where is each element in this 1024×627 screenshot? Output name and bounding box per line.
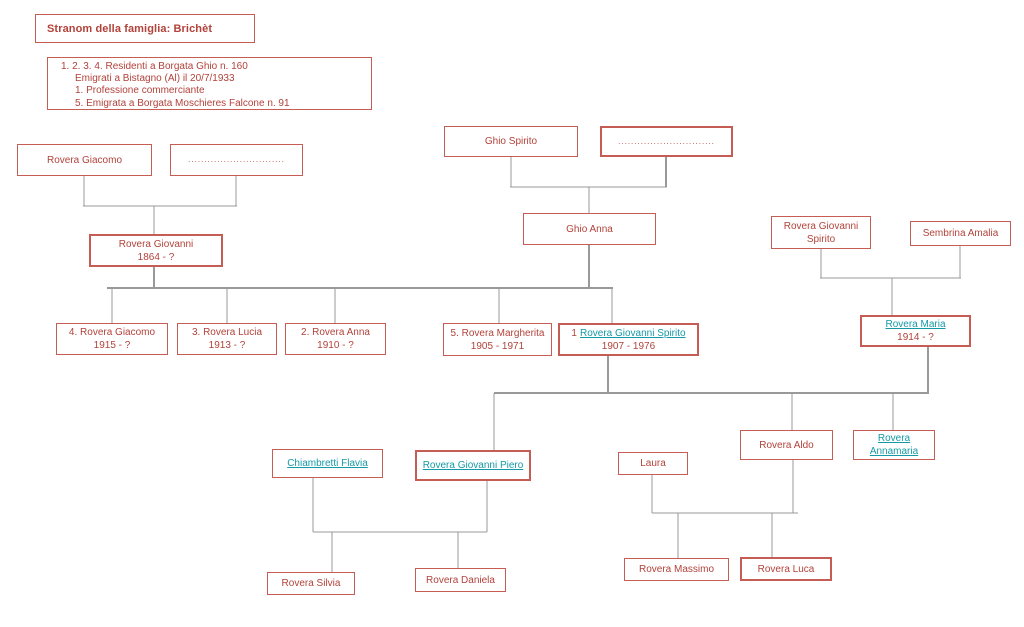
note-line-emigrated-5: 5. Emigrata a Borgata Moschieres Falcone… (75, 97, 290, 109)
note-line-profession: 1. Professione commerciante (75, 85, 205, 97)
person-name: Ghio Anna (566, 223, 613, 236)
person-link[interactable]: Rovera Maria (885, 319, 946, 330)
person-name-text: Rovera Luca (757, 563, 815, 575)
person-name: Sembrina Amalia (923, 227, 999, 240)
person-dates: 1914 - ? (897, 331, 934, 344)
person-dates-text: 1913 - ? (208, 340, 246, 351)
person-name-text: Ghio Spirito (484, 136, 538, 147)
person-dates-text: 3. Rovera Lucia (191, 327, 263, 338)
person-name-text: Rovera Silvia (281, 578, 341, 589)
person-dates-text: 1910 - ? (317, 340, 354, 351)
person-link[interactable]: Annamaria (869, 446, 919, 457)
person-name: Annamaria (870, 445, 918, 458)
node-rovera-giovanni-piero[interactable]: Rovera Giovanni Piero (415, 450, 531, 481)
person-name-text: Rovera Giacomo (46, 154, 123, 166)
person-name: Rovera Giovanni (784, 220, 858, 233)
node-sembrina-amalia[interactable]: Sembrina Amalia (910, 221, 1011, 246)
person-name-text: Rovera Massimo (638, 564, 715, 575)
person-dates-text: 1914 - ? (897, 332, 934, 343)
person-dates: 5. Rovera Margherita (451, 327, 545, 340)
person-dates: 4. Rovera Giacomo (69, 326, 155, 339)
node-rovera-aldo[interactable]: Rovera Aldo (740, 430, 833, 460)
person-dates: 1913 - ? (209, 339, 246, 352)
person-dates-text: 4. Rovera Giacomo (68, 327, 156, 338)
person-placeholder-dots-text: .............................. (188, 155, 285, 164)
person-dates: 1915 - ? (94, 339, 131, 352)
person-name-text: Rovera Aldo (759, 439, 814, 451)
person-dates: 1864 - ? (138, 251, 175, 264)
person-name: Rovera Aldo (759, 439, 813, 452)
node-rovera-lucia-1913[interactable]: 3. Rovera Lucia 1913 - ? (177, 323, 277, 355)
person-name: Ghio Spirito (485, 135, 537, 148)
node-rovera-anna-1910[interactable]: 2. Rovera Anna 1910 - ? (285, 323, 386, 355)
person-dates-text: 5. Rovera Margherita (450, 327, 545, 339)
node-ghio-spirito[interactable]: Ghio Spirito (444, 126, 578, 157)
person-dates-text: 2. Rovera Anna (301, 327, 370, 338)
person-link[interactable]: Rovera (877, 433, 911, 444)
person-name: Rovera Silvia (282, 577, 341, 590)
person-name: Rovera Daniela (426, 574, 495, 587)
person-link[interactable]: Rovera Giovanni Spirito (579, 327, 686, 339)
person-number-prefix: 1 (571, 327, 577, 339)
person-name-text: Rovera Giovanni (783, 220, 859, 232)
person-dates-text: 1864 - ? (137, 251, 175, 263)
person-name: Chiambretti Flavia (287, 457, 368, 470)
person-link[interactable]: Rovera Giovanni Piero (422, 460, 524, 471)
node-rovera-silvia[interactable]: Rovera Silvia (267, 572, 355, 595)
person-name: Laura (640, 457, 666, 470)
node-rovera-luca[interactable]: Rovera Luca (740, 557, 832, 581)
node-rovera-giacomo-1915[interactable]: 4. Rovera Giacomo 1915 - ? (56, 323, 168, 355)
person-name-text: Sembrina Amalia (922, 228, 999, 239)
node-chiambretti-flavia[interactable]: Chiambretti Flavia (272, 449, 383, 478)
person-name: Rovera Maria (885, 318, 945, 331)
person-link[interactable]: Chiambretti Flavia (287, 458, 368, 469)
person-name-text: Spirito (806, 233, 836, 245)
person-dates-text: 1905 - 1971 (470, 340, 525, 352)
person-name: Rovera Giovanni (119, 238, 193, 251)
family-nickname-title-box: Stranom della famiglia: Brichèt (35, 14, 255, 43)
person-name: Rovera Giacomo (47, 154, 122, 167)
person-dates: 1910 - ? (317, 339, 354, 352)
node-rovera-maria-1914[interactable]: Rovera Maria 1914 - ? (860, 315, 971, 347)
person-name-text: Rovera Giovanni (118, 238, 194, 250)
person-placeholder-dots: .............................. (618, 137, 715, 147)
node-unknown-spouse-right[interactable]: .............................. (600, 126, 733, 157)
person-name: Spirito (807, 233, 835, 246)
node-laura[interactable]: Laura (618, 452, 688, 475)
person-name: Rovera Massimo (639, 563, 714, 576)
person-name-text: Ghio Anna (566, 223, 613, 235)
person-name: Rovera Giovanni Piero (423, 459, 524, 472)
person-name-text: Rovera Daniela (426, 574, 495, 586)
person-dates: 3. Rovera Lucia (192, 326, 262, 339)
person-dates: 2. Rovera Anna (301, 326, 370, 339)
note-line-residents: 1. 2. 3. 4. Residenti a Borgata Ghio n. … (61, 61, 248, 72)
family-nickname-title: Stranom della famiglia: Brichèt (47, 22, 213, 35)
node-unknown-spouse-left[interactable]: .............................. (170, 144, 303, 176)
person-name-text: Laura (640, 458, 666, 469)
person-name: Rovera Luca (758, 563, 815, 576)
person-dates: 1905 - 1971 (471, 340, 524, 353)
person-dates-text: 1907 - 1976 (601, 340, 656, 352)
person-dates: 1907 - 1976 (602, 340, 655, 353)
person-dates-text: 1915 - ? (93, 340, 131, 351)
node-ghio-anna[interactable]: Ghio Anna (523, 213, 656, 245)
note-line-emigration: Emigrati a Bistagno (Al) il 20/7/1933 (75, 73, 235, 85)
person-placeholder-dots: .............................. (188, 155, 285, 165)
person-placeholder-dots-text: .............................. (618, 136, 715, 146)
node-rovera-daniela[interactable]: Rovera Daniela (415, 568, 506, 592)
notes-box: 1. 2. 3. 4. Residenti a Borgata Ghio n. … (47, 57, 372, 110)
person-name: Rovera (878, 432, 910, 445)
node-rovera-giacomo-sr[interactable]: Rovera Giacomo (17, 144, 152, 176)
node-rovera-massimo[interactable]: Rovera Massimo (624, 558, 729, 581)
